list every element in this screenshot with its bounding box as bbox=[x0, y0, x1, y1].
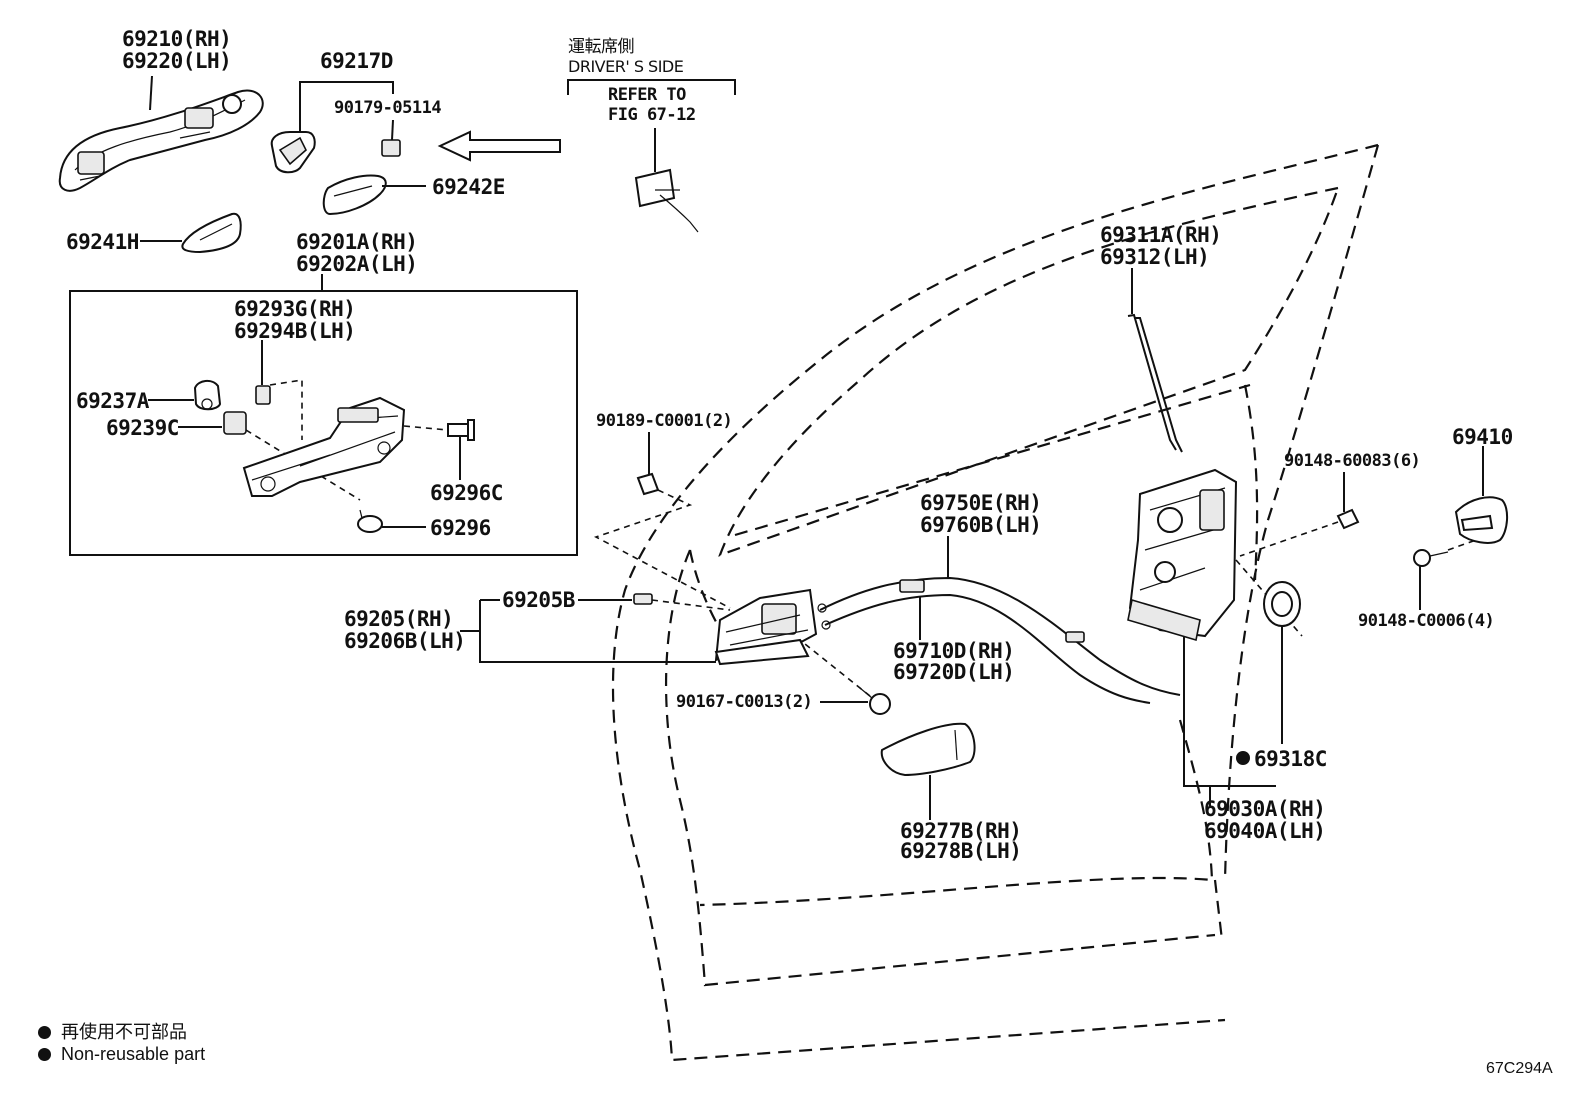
clip-90189-drawing bbox=[636, 472, 660, 496]
frame-assembly-box bbox=[69, 290, 578, 556]
driver-side-jp: 運転席側 bbox=[568, 37, 635, 57]
handle-pad-drawing bbox=[181, 212, 242, 254]
clip-drawing bbox=[381, 139, 401, 157]
label-69720d: 69720D(LH) bbox=[893, 660, 1015, 684]
label-69201a: 69201A(RH) bbox=[296, 230, 418, 254]
label-69710d: 69710D(RH) bbox=[893, 639, 1015, 663]
label-69205: 69205(RH) bbox=[344, 607, 454, 631]
label-69760b: 69760B(LH) bbox=[920, 513, 1042, 537]
label-69278b: 69278B(LH) bbox=[900, 839, 1022, 863]
label-90189: 90189-C0001(2) bbox=[596, 411, 733, 431]
label-90148-c0006: 90148-C0006(4) bbox=[1358, 611, 1495, 631]
seal-ring-drawing bbox=[1263, 581, 1301, 627]
cover-drawing bbox=[880, 722, 976, 777]
label-69206b: 69206B(LH) bbox=[344, 629, 466, 653]
screw-69296-drawing bbox=[357, 509, 383, 533]
label-69210: 69210(RH) bbox=[122, 27, 232, 51]
label-69030a: 69030A(RH) bbox=[1204, 797, 1326, 821]
label-69237a: 69237A bbox=[76, 389, 149, 413]
inside-handle-drawing bbox=[714, 588, 818, 666]
label-69296: 69296 bbox=[430, 516, 491, 540]
bolt-drawing bbox=[1336, 508, 1360, 530]
legend-jp: 再使用不可部品 bbox=[38, 1018, 187, 1044]
bezel-drawing bbox=[322, 174, 387, 216]
seal-drawing bbox=[255, 385, 271, 405]
handle-frame-drawing bbox=[242, 396, 406, 497]
label-69410: 69410 bbox=[1452, 425, 1513, 449]
label-69294b: 69294B(LH) bbox=[234, 319, 356, 343]
label-90167: 90167-C0013(2) bbox=[676, 692, 813, 712]
refer-to-line1: REFER TO bbox=[608, 85, 686, 105]
plug-drawing bbox=[633, 593, 653, 605]
cable-drawing bbox=[817, 576, 1181, 704]
direction-arrow bbox=[437, 130, 561, 162]
legend-dot-icon bbox=[38, 1026, 51, 1039]
label-69296c: 69296C bbox=[430, 481, 503, 505]
pin-drawing bbox=[193, 380, 222, 411]
label-69277b: 69277B(RH) bbox=[900, 819, 1022, 843]
label-69318c: 69318C bbox=[1254, 747, 1327, 771]
lock-rod-drawing bbox=[1127, 313, 1183, 453]
label-69239c: 69239C bbox=[106, 416, 179, 440]
non-reusable-marker bbox=[1236, 751, 1250, 765]
label-69750e: 69750E(RH) bbox=[920, 491, 1042, 515]
label-69205b: 69205B bbox=[502, 588, 575, 612]
label-69241h: 69241H bbox=[66, 230, 139, 254]
key-cylinder-cap-drawing bbox=[270, 131, 316, 174]
label-90179: 90179-05114 bbox=[334, 98, 442, 118]
refer-to-line2: FIG 67-12 bbox=[608, 105, 696, 125]
label-69220: 69220(LH) bbox=[122, 49, 232, 73]
label-69242e: 69242E bbox=[432, 175, 505, 199]
screw-69296c-drawing bbox=[447, 419, 475, 441]
cushion-drawing bbox=[223, 411, 247, 435]
label-90148-60083: 90148-60083(6) bbox=[1284, 451, 1421, 471]
legend-en: Non-reusable part bbox=[38, 1044, 205, 1065]
label-69040a: 69040A(LH) bbox=[1204, 819, 1326, 843]
screw-90148-c0006-drawing bbox=[1413, 549, 1449, 567]
legend-dot-icon bbox=[38, 1048, 51, 1061]
label-69312: 69312(LH) bbox=[1100, 245, 1210, 269]
driver-side-en: DRIVER' S SIDE bbox=[568, 57, 684, 76]
label-69202a: 69202A(LH) bbox=[296, 252, 418, 276]
outside-handle-drawing bbox=[58, 89, 264, 192]
label-69293g: 69293G(RH) bbox=[234, 297, 356, 321]
label-69311a: 69311A(RH) bbox=[1100, 223, 1222, 247]
key-cylinder-drawing bbox=[634, 168, 699, 233]
door-lock-drawing bbox=[1127, 468, 1238, 642]
figure-code: 67C294A bbox=[1486, 1060, 1553, 1077]
striker-drawing bbox=[1454, 496, 1508, 544]
label-69217d: 69217D bbox=[320, 49, 393, 73]
